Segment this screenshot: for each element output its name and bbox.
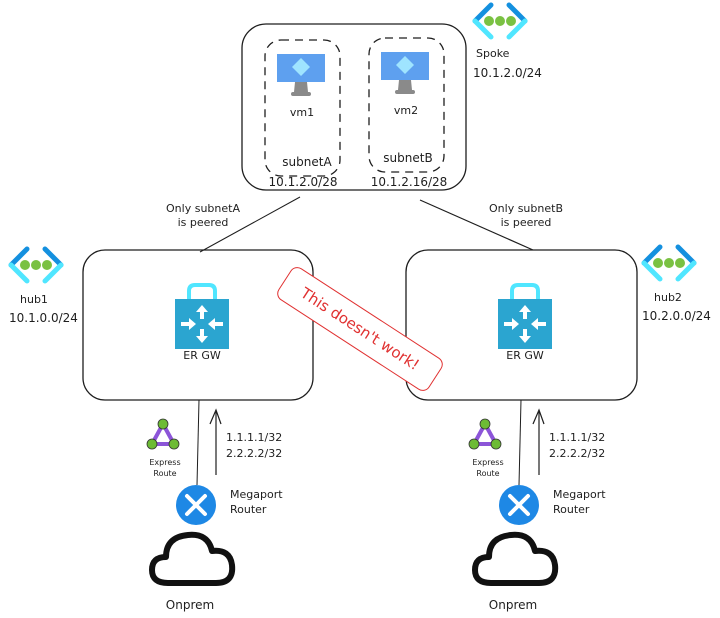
subnet-b-name: subnetB — [383, 151, 433, 165]
vm2-icon — [381, 52, 429, 94]
hub1-expressroute-label-line1: Express — [149, 458, 181, 467]
hub1-er-link — [196, 399, 200, 486]
subnet-a-cidr: 10.1.2.0/28 — [268, 175, 338, 189]
vm2-label: vm2 — [393, 104, 419, 117]
hub1-vnet-icon — [11, 249, 61, 281]
hub2-gateway-label: ER GW — [506, 349, 544, 362]
hub2-gateway-icon — [496, 283, 554, 351]
hub2-routes-line2: 2.2.2.2/32 — [549, 447, 606, 460]
vm1-icon — [277, 54, 325, 96]
peering-line-hub2 — [419, 199, 534, 251]
hub1-onprem-label: Onprem — [165, 598, 215, 612]
hub2-expressroute-icon — [467, 417, 503, 451]
peering-note-hub2-line2: is peered — [500, 216, 552, 229]
subnet-b-cidr: 10.1.2.16/28 — [370, 175, 448, 189]
hub1-box — [82, 249, 314, 401]
hub1-name: hub1 — [20, 293, 48, 306]
hub2-router-label-line2: Router — [553, 503, 590, 516]
spoke-vnet-icon — [475, 5, 525, 37]
hub1-routes-line1: 1.1.1.1/32 — [226, 431, 283, 444]
peering-note-hub1-line1: Only subnetA — [166, 202, 240, 215]
hub1-expressroute-icon — [145, 417, 181, 451]
hub1-onprem-cloud-icon — [152, 535, 232, 583]
peering-line-hub1 — [199, 196, 301, 253]
hub2-router-label-line1: Megaport — [553, 488, 606, 501]
subnet-a-box — [264, 39, 341, 177]
subnet-a-name: subnetA — [282, 155, 332, 169]
spoke-name: Spoke — [476, 47, 510, 60]
spoke-vnet-box — [241, 23, 467, 191]
hub1-gateway-label: ER GW — [183, 349, 221, 362]
subnet-b-box — [368, 37, 445, 173]
hub1-router-icon — [174, 483, 218, 527]
hub2-router-icon — [497, 483, 541, 527]
hub1-expressroute-label-line2: Route — [153, 469, 177, 478]
hub2-onprem-cloud-icon — [475, 535, 555, 583]
hub2-cidr: 10.2.0.0/24 — [642, 309, 711, 323]
hub2-expressroute-label-line2: Route — [476, 469, 500, 478]
hub2-er-link — [518, 399, 522, 486]
hub1-gateway-icon — [173, 283, 231, 351]
hub1-cidr: 10.1.0.0/24 — [9, 311, 78, 325]
spoke-cidr: 10.1.2.0/24 — [473, 66, 542, 80]
hub1-router-label-line2: Router — [230, 503, 267, 516]
hub1-router-label-line1: Megaport — [230, 488, 283, 501]
hub2-routes-line1: 1.1.1.1/32 — [549, 431, 606, 444]
hub2-box — [405, 249, 638, 401]
hub1-routes-line2: 2.2.2.2/32 — [226, 447, 283, 460]
peering-note-hub1-line2: is peered — [177, 216, 229, 229]
peering-note-hub2-line1: Only subnetB — [489, 202, 563, 215]
hub2-expressroute-label-line1: Express — [472, 458, 504, 467]
vm1-label: vm1 — [289, 106, 315, 119]
hub2-vnet-icon — [644, 247, 694, 279]
hub2-name: hub2 — [654, 291, 682, 304]
hub2-onprem-label: Onprem — [488, 598, 538, 612]
